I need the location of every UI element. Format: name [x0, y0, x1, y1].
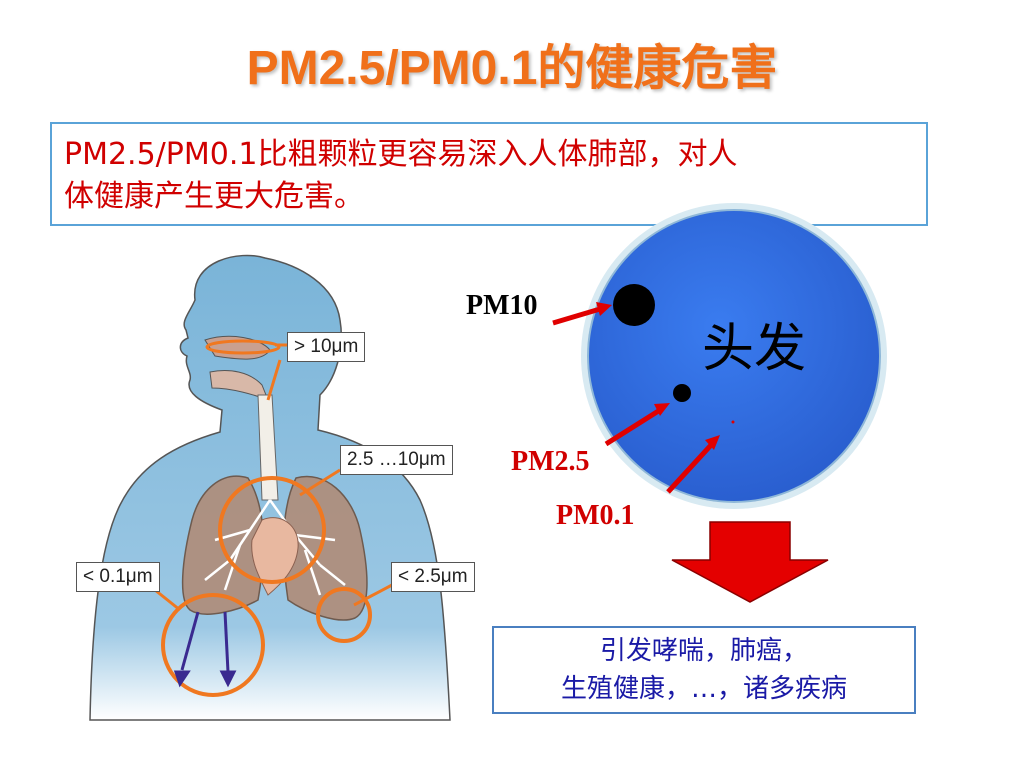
callout-nose-size: > 10μm: [287, 332, 366, 362]
particle-pointer-arrows: [552, 302, 720, 494]
callout-alveoli-size: < 2.5μm: [391, 562, 475, 592]
pm01-particle: [731, 420, 735, 424]
human-body-illustration: [89, 254, 451, 721]
result-line-1: 引发哮喘，肺癌，: [599, 636, 808, 666]
heart: [251, 517, 299, 596]
bloodstream-arrows: [173, 611, 237, 688]
alveoli-highlight-circle: [316, 587, 372, 643]
nose-highlight: [205, 339, 281, 355]
trachea: [257, 394, 279, 501]
callout-bronchi-size: 2.5 …10μm: [340, 445, 453, 475]
blood-highlight-circle: [161, 593, 265, 697]
pm25-particle: [673, 384, 691, 402]
result-line-2: 生殖健康，…，诸多疾病: [560, 674, 847, 704]
callout-blood-size: < 0.1μm: [76, 562, 160, 592]
intro-line-1: PM2.5/PM0.1比粗颗粒更容易深入人体肺部，对人: [64, 137, 738, 172]
pm10-particle: [613, 284, 655, 326]
health-effects-box: 引发哮喘，肺癌， 生殖健康，…，诸多疾病: [492, 626, 916, 714]
hair-cross-section: [581, 203, 887, 509]
intro-text-box: PM2.5/PM0.1比粗颗粒更容易深入人体肺部，对人 体健康产生更大危害。: [50, 122, 928, 226]
intro-line-2: 体健康产生更大危害。: [64, 179, 364, 214]
pm25-label: PM2.5: [511, 446, 590, 477]
hair-label: 头发: [702, 319, 807, 379]
result-down-arrow: [671, 521, 829, 603]
pm10-label: PM10: [466, 290, 538, 321]
pm01-label: PM0.1: [556, 500, 635, 531]
page-title: PM2.5/PM0.1的健康危害: [246, 42, 778, 95]
bronchi-highlight-circle: [218, 476, 326, 584]
